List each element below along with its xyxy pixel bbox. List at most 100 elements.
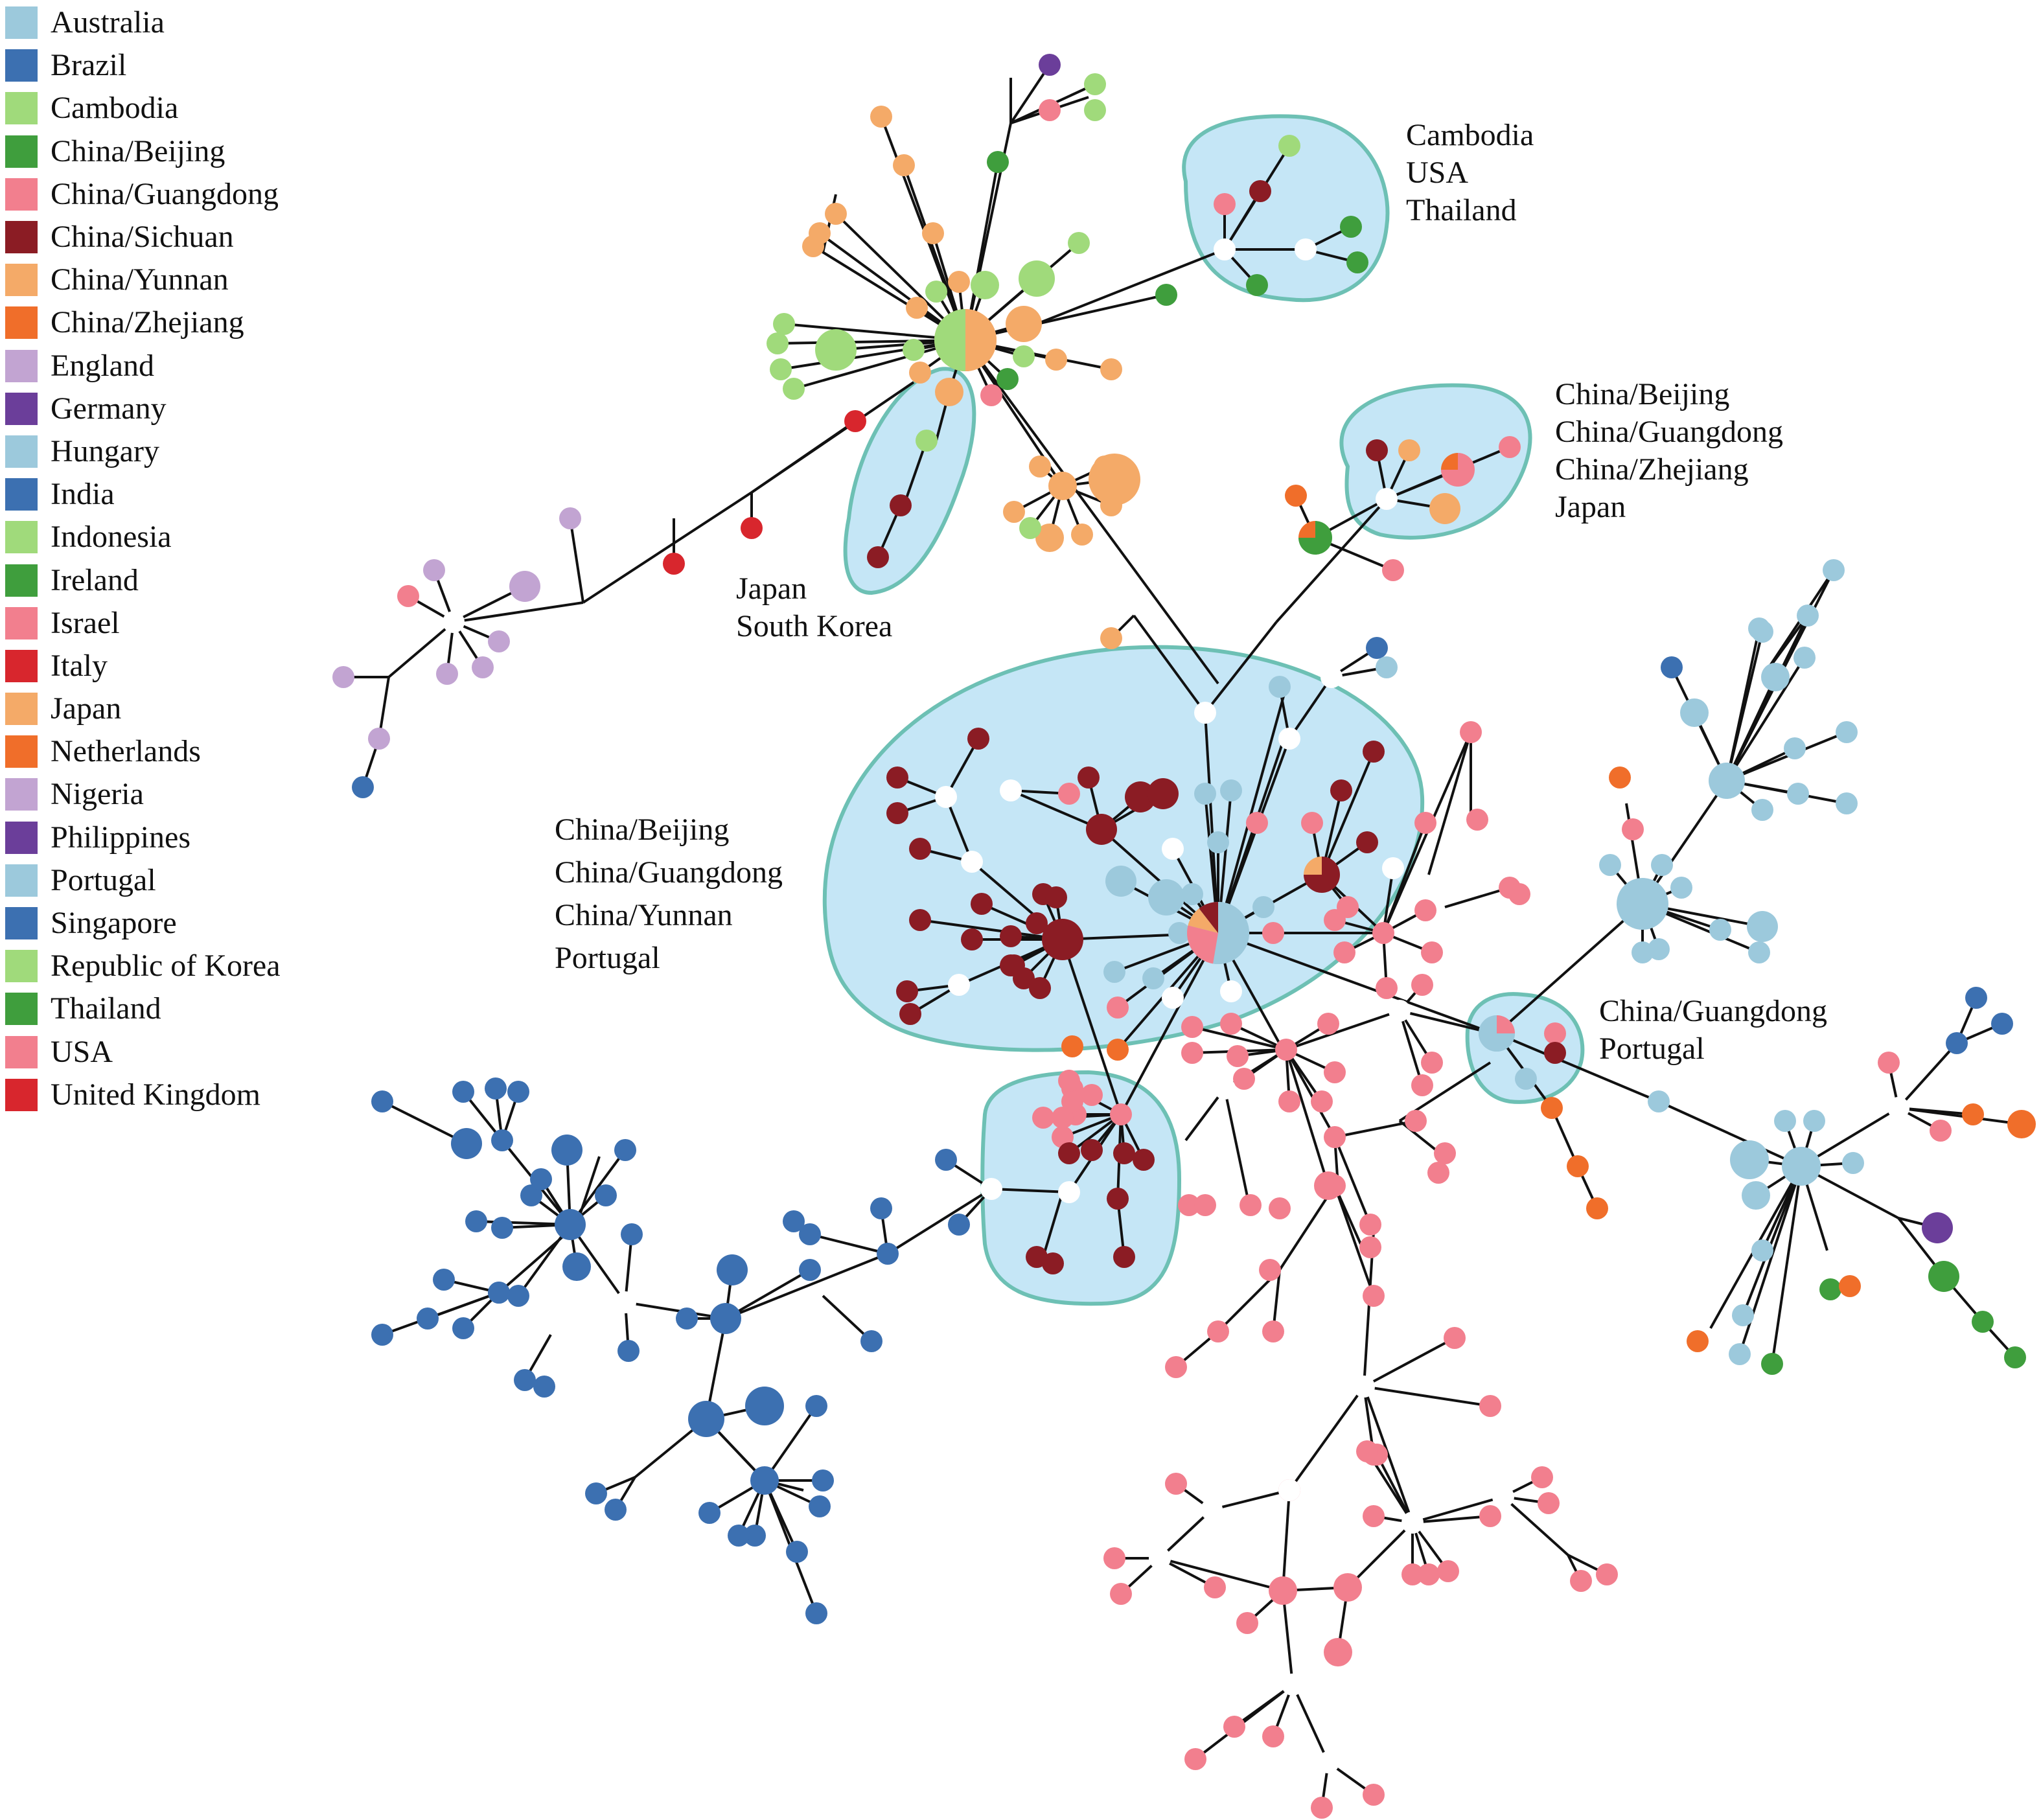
haplotype-node bbox=[332, 666, 354, 688]
haplotype-node bbox=[1165, 1473, 1187, 1495]
haplotype-node bbox=[1168, 922, 1190, 944]
haplotype-node bbox=[1359, 1236, 1381, 1258]
legend-label: Germany bbox=[51, 391, 167, 426]
haplotype-node bbox=[1324, 1061, 1346, 1083]
haplotype-node bbox=[530, 1168, 552, 1190]
legend-item: China/Zhejiang bbox=[5, 301, 342, 344]
haplotype-node bbox=[1032, 1107, 1054, 1129]
haplotype-node bbox=[1103, 961, 1125, 983]
haplotype-node bbox=[997, 368, 1019, 390]
network-edge bbox=[1275, 498, 1388, 623]
haplotype-node bbox=[491, 1217, 513, 1239]
median-vector-node bbox=[1282, 1674, 1304, 1696]
haplotype-node bbox=[1081, 1139, 1103, 1161]
haplotype-node bbox=[1429, 493, 1460, 524]
annotation-line: Cambodia bbox=[1406, 118, 1534, 152]
haplotype-node bbox=[1107, 996, 1129, 1019]
haplotype-node bbox=[1823, 559, 1845, 581]
haplotype-node bbox=[617, 1340, 640, 1362]
haplotype-node bbox=[1544, 1042, 1566, 1064]
median-vector-node bbox=[1295, 238, 1317, 260]
haplotype-node bbox=[948, 271, 970, 293]
legend-item: Italy bbox=[5, 645, 342, 687]
network-edge bbox=[1742, 1166, 1803, 1316]
annotation-line: China/Yunnan bbox=[555, 898, 733, 932]
haplotype-node bbox=[1105, 866, 1136, 897]
legend-swatch bbox=[5, 1035, 38, 1068]
haplotype-node bbox=[472, 656, 494, 678]
legend-item: Cambodia bbox=[5, 87, 342, 130]
haplotype-node bbox=[595, 1184, 617, 1206]
haplotype-node bbox=[605, 1499, 627, 1521]
haplotype-node bbox=[465, 1210, 487, 1232]
haplotype-node bbox=[2007, 1110, 2036, 1138]
median-vector-node bbox=[961, 851, 983, 873]
annotation-line: Japan bbox=[1555, 490, 1626, 524]
haplotype-node bbox=[906, 297, 928, 319]
haplotype-node bbox=[1181, 1042, 1203, 1064]
haplotype-node bbox=[844, 410, 866, 432]
haplotype-node bbox=[1058, 1070, 1080, 1092]
median-vector-node bbox=[948, 974, 970, 996]
network-edge bbox=[1285, 1049, 1336, 1138]
pie-node-slice bbox=[1186, 925, 1218, 964]
median-vector-node bbox=[1162, 987, 1184, 1009]
haplotype-node bbox=[1836, 792, 1858, 814]
network-edge bbox=[1398, 1010, 1424, 1086]
network-edge bbox=[1399, 1009, 1494, 1035]
haplotype-node bbox=[1922, 1212, 1953, 1243]
haplotype-node bbox=[1372, 922, 1394, 944]
haplotype-node bbox=[1236, 1612, 1258, 1634]
haplotype-node bbox=[1421, 941, 1443, 963]
annotation-line: China/Beijing bbox=[1555, 377, 1730, 411]
legend-swatch bbox=[5, 521, 38, 554]
pie-node-slice bbox=[1479, 1015, 1515, 1052]
haplotype-node bbox=[1259, 1259, 1281, 1281]
haplotype-node bbox=[1803, 1110, 1825, 1132]
legend-swatch bbox=[5, 778, 38, 811]
legend-swatch bbox=[5, 1078, 38, 1111]
haplotype-node bbox=[825, 203, 847, 225]
haplotype-node bbox=[1233, 1068, 1255, 1090]
haplotype-node bbox=[1842, 1152, 1864, 1174]
haplotype-node bbox=[1991, 1013, 2013, 1035]
legend-swatch bbox=[5, 735, 38, 768]
network-edge bbox=[1363, 1386, 1414, 1523]
annotation-line: USA bbox=[1406, 156, 1469, 190]
network-edge bbox=[1282, 1490, 1291, 1591]
haplotype-node bbox=[1648, 938, 1670, 960]
haplotype-node bbox=[1356, 1440, 1378, 1462]
network-edge bbox=[1725, 628, 1760, 781]
haplotype-node bbox=[1434, 1142, 1456, 1164]
legend-label: Japan bbox=[51, 691, 122, 726]
median-vector-node bbox=[980, 1178, 1002, 1200]
network-edge bbox=[725, 1269, 811, 1320]
haplotype-node bbox=[1586, 1197, 1608, 1219]
median-vector-node bbox=[614, 1291, 636, 1313]
annotation-central-group: China/Beijing China/Guangdong China/Yunn… bbox=[555, 809, 783, 980]
haplotype-node bbox=[1363, 1505, 1385, 1527]
haplotype-node bbox=[1019, 517, 1041, 539]
legend-item: Hungary bbox=[5, 430, 342, 473]
network-edge bbox=[1412, 1515, 1491, 1524]
haplotype-node bbox=[1411, 974, 1433, 996]
haplotype-node bbox=[452, 1081, 474, 1103]
network-edge bbox=[1363, 1385, 1491, 1407]
haplotype-node bbox=[1648, 1090, 1670, 1112]
haplotype-node bbox=[890, 494, 912, 516]
network-edge bbox=[1771, 1166, 1803, 1365]
haplotype-node bbox=[1194, 1194, 1216, 1216]
median-vector-node bbox=[1492, 1486, 1514, 1508]
haplotype-node bbox=[1314, 1171, 1343, 1200]
annotation-line: China/Guangdong bbox=[555, 855, 783, 890]
legend-label: China/Zhejiang bbox=[51, 305, 244, 340]
network-edge bbox=[1285, 1049, 1330, 1186]
network-edge bbox=[1223, 1088, 1252, 1212]
haplotype-node bbox=[485, 1077, 507, 1100]
network-edge bbox=[476, 1220, 571, 1226]
network-edge bbox=[725, 1252, 888, 1320]
haplotype-node bbox=[1730, 1140, 1769, 1179]
haplotype-node bbox=[1269, 1197, 1291, 1219]
legend-item: USA bbox=[5, 1031, 342, 1074]
